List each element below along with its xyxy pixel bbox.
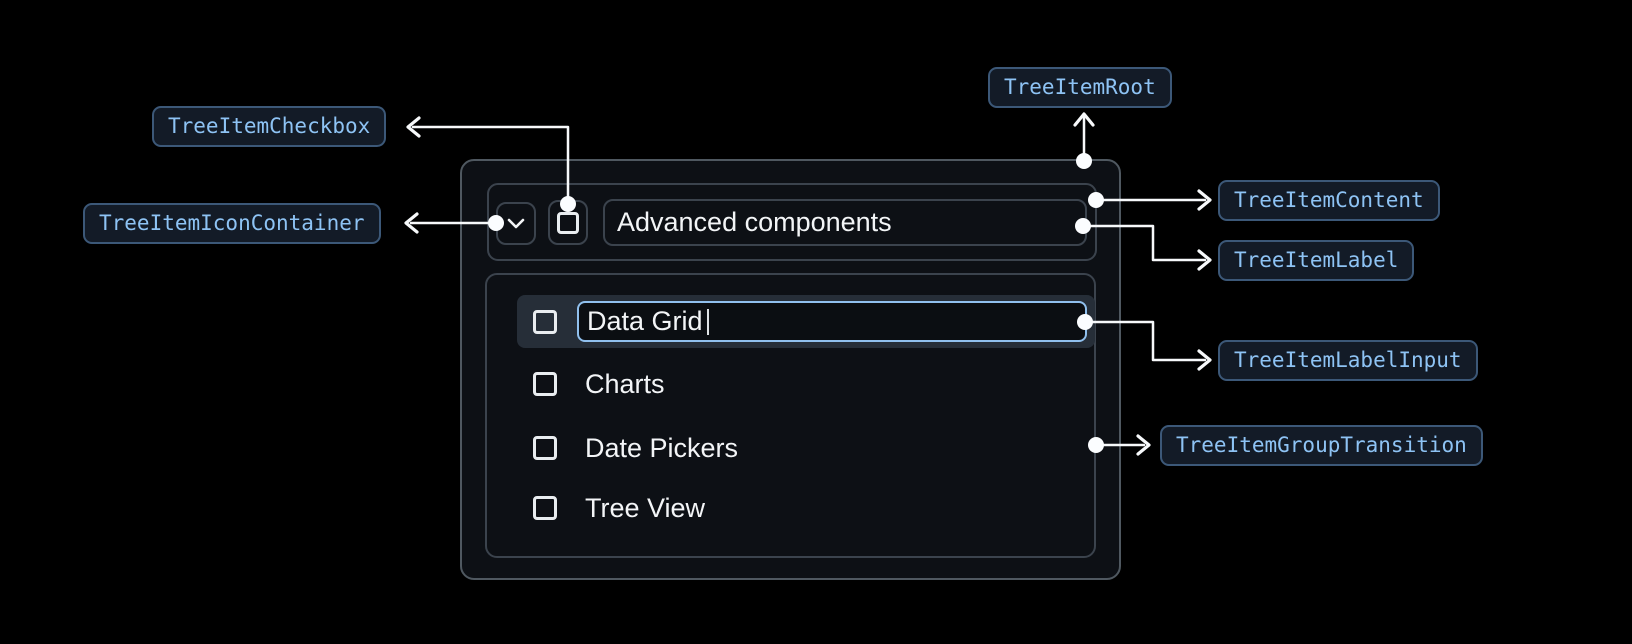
row-checkbox-date-pickers[interactable] [533, 436, 557, 460]
arrowhead-right-icon [1197, 189, 1212, 211]
arrowhead-right-icon [1197, 249, 1212, 271]
tree-row-tree-view[interactable]: Tree View [585, 493, 706, 523]
parent-checkbox[interactable] [548, 200, 588, 245]
text-caret [707, 309, 709, 335]
tree-item-label-box[interactable]: Advanced components [603, 199, 1087, 246]
tree-item-root-box [460, 159, 1121, 580]
row-checkbox-charts[interactable] [533, 372, 557, 396]
tree-item-group-box [485, 273, 1096, 558]
badge-tree-item-label-input: TreeItemLabelInput [1218, 340, 1478, 381]
badge-tree-item-label: TreeItemLabel [1218, 240, 1415, 281]
row-checkbox-tree-view[interactable] [533, 496, 557, 520]
arrowhead-right-icon [1197, 349, 1212, 371]
badge-tree-item-icon-container: TreeItemIconContainer [83, 203, 381, 244]
checkbox-unchecked-icon [557, 211, 579, 234]
expand-collapse-button[interactable] [496, 202, 536, 245]
label-edit-input-wrap [577, 301, 1087, 342]
arrowhead-right-icon [1136, 434, 1151, 456]
row-checkbox-data-grid[interactable] [533, 310, 557, 334]
connector-root [1073, 112, 1095, 162]
badge-tree-item-checkbox: TreeItemCheckbox [152, 106, 387, 147]
label-edit-input[interactable] [579, 303, 1085, 340]
tree-row-charts[interactable]: Charts [585, 369, 665, 399]
badge-tree-item-group-transition: TreeItemGroupTransition [1160, 425, 1483, 466]
chevron-down-icon [507, 218, 525, 229]
tree-row-date-pickers[interactable]: Date Pickers [585, 433, 739, 463]
arrowhead-up-icon [1073, 112, 1095, 127]
badge-tree-item-root: TreeItemRoot [988, 67, 1172, 108]
parent-item-label: Advanced components [617, 207, 892, 237]
arrowhead-left-icon [406, 116, 421, 138]
arrowhead-left-icon [404, 212, 419, 234]
badge-tree-item-content: TreeItemContent [1218, 180, 1440, 221]
